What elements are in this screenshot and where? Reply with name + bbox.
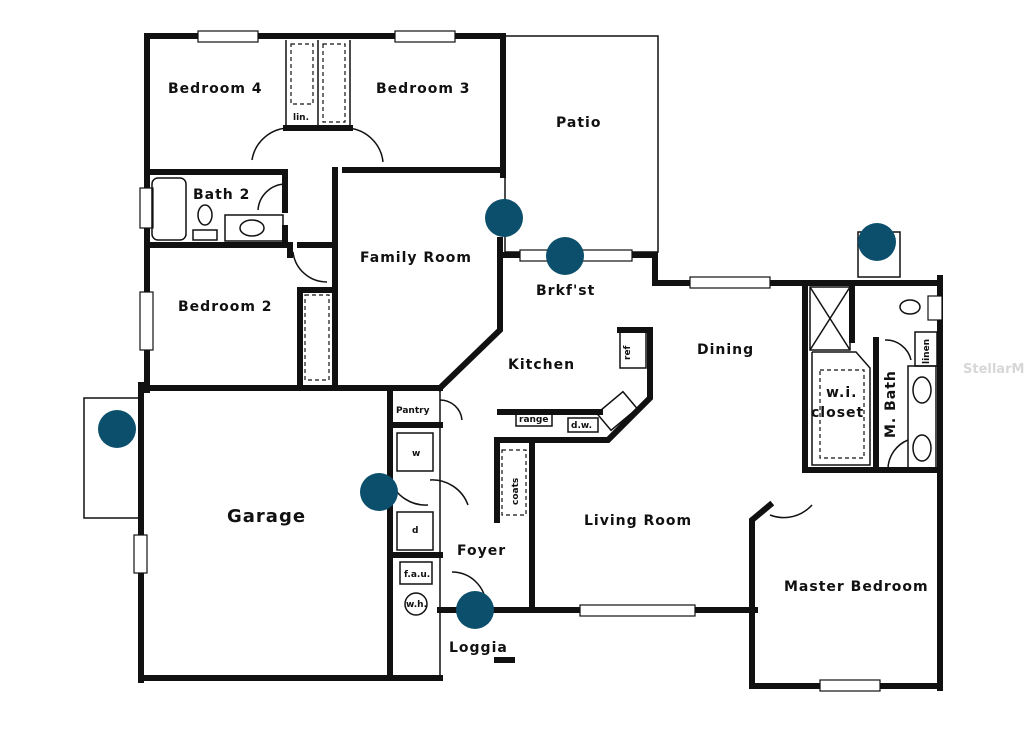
hotspot-garage-side[interactable] — [98, 410, 136, 448]
label-coats: coats — [511, 478, 521, 505]
hotspot-laundry[interactable] — [360, 473, 398, 511]
fixture-labels: lin. Pantry range d.w. ref coats w d f.a… — [293, 113, 932, 610]
room-labels: Bedroom 4 Bedroom 3 Patio Bath 2 Family … — [168, 81, 929, 656]
label-bedroom-3: Bedroom 3 — [376, 81, 471, 97]
hotspots — [98, 199, 896, 629]
label-dining: Dining — [697, 342, 754, 358]
label-ref: ref — [623, 345, 633, 360]
label-living-room: Living Room — [584, 513, 692, 529]
door-swings — [251, 127, 912, 606]
label-fau: f.a.u. — [404, 570, 430, 580]
label-wi-closet-1: w.i. — [826, 385, 857, 401]
hotspot-brkfst[interactable] — [546, 237, 584, 275]
label-patio: Patio — [556, 115, 601, 131]
hotspot-loggia[interactable] — [456, 591, 494, 629]
label-range: range — [519, 415, 548, 425]
label-linen: linen — [922, 339, 932, 364]
label-garage: Garage — [227, 506, 306, 527]
side-entry-slab — [83, 397, 141, 519]
label-wh: w.h. — [406, 600, 427, 610]
label-bedroom-4: Bedroom 4 — [168, 81, 263, 97]
label-loggia: Loggia — [449, 640, 508, 656]
label-family-room: Family Room — [360, 250, 472, 266]
label-brkfst: Brkf'st — [536, 283, 595, 299]
hotspot-master-bath[interactable] — [858, 223, 896, 261]
label-master-bedroom: Master Bedroom — [784, 579, 929, 595]
label-lin: lin. — [293, 113, 309, 123]
label-pantry: Pantry — [396, 406, 430, 416]
hotspot-family-room[interactable] — [485, 199, 523, 237]
label-foyer: Foyer — [457, 543, 506, 559]
label-wi-closet-2: closet — [811, 405, 864, 421]
fixtures — [151, 43, 938, 616]
patio-outline — [504, 35, 659, 253]
watermark: StellarMLS — [963, 362, 1024, 377]
label-bedroom-2: Bedroom 2 — [178, 299, 273, 315]
label-kitchen: Kitchen — [508, 357, 575, 373]
label-bath-2: Bath 2 — [193, 187, 250, 203]
label-dryer: d — [412, 526, 418, 536]
label-master-bath: M. Bath — [883, 370, 899, 438]
label-dw: d.w. — [571, 421, 592, 431]
label-washer: w — [412, 449, 420, 459]
